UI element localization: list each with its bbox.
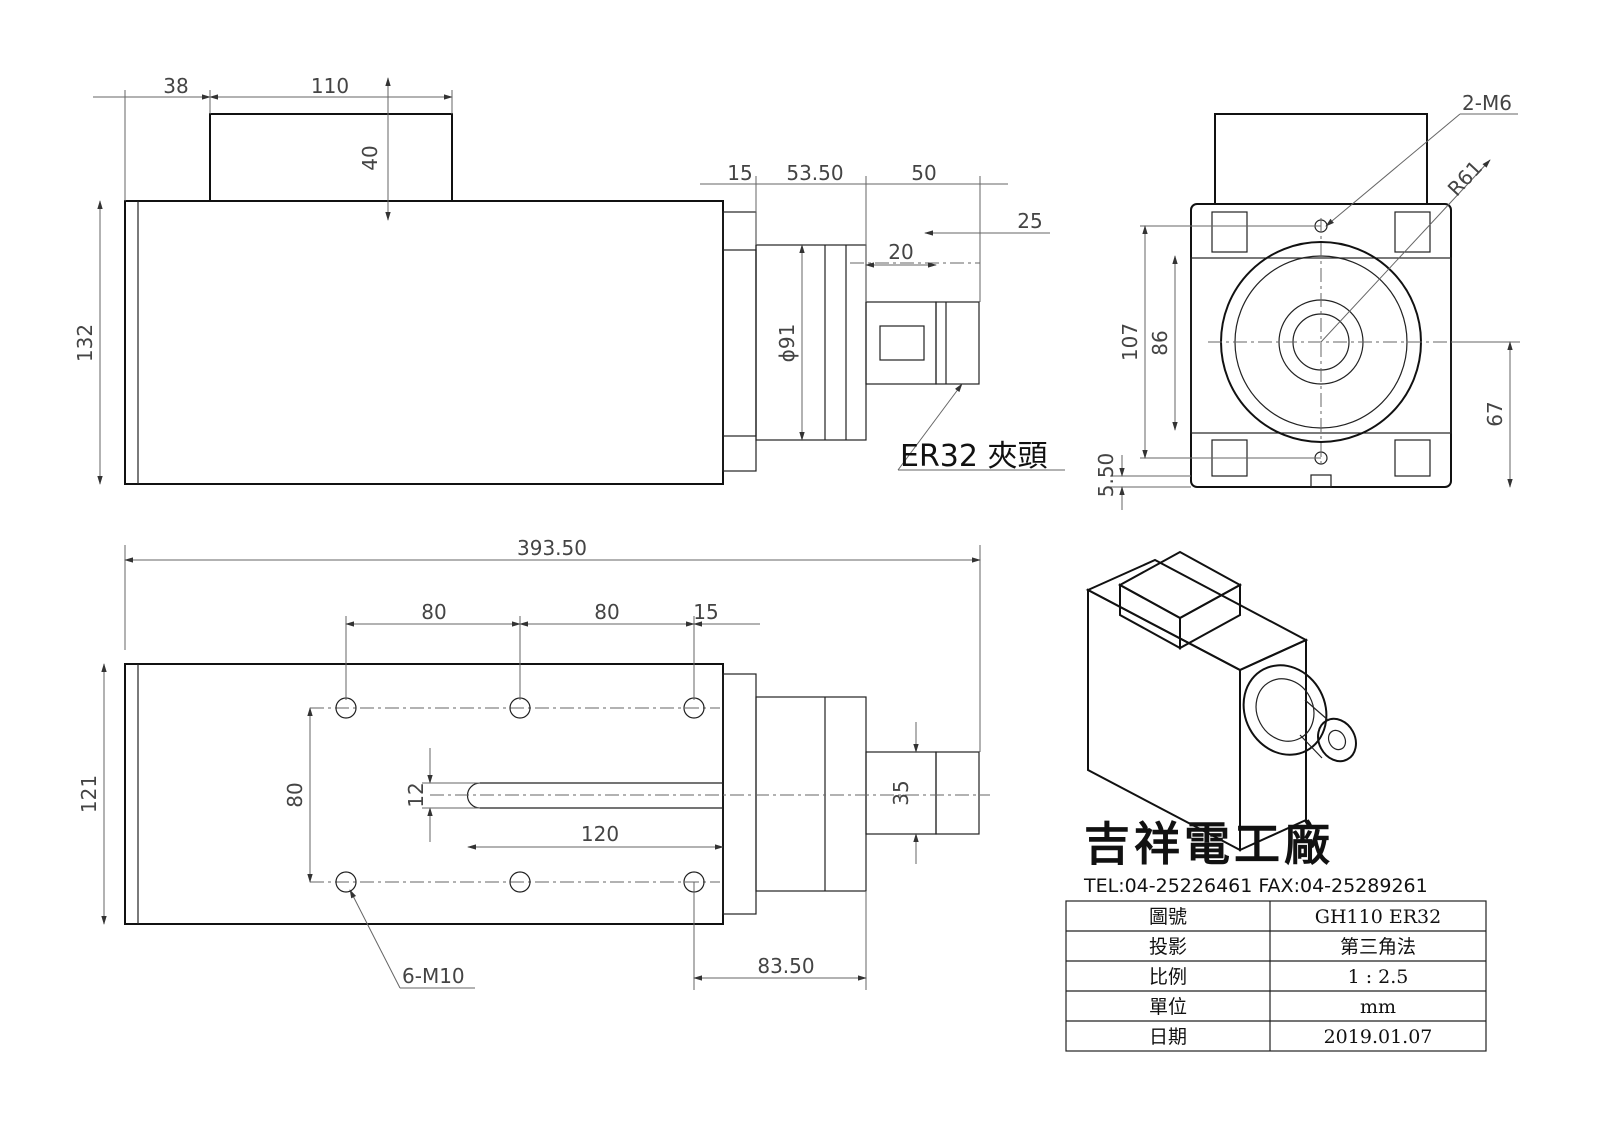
dim-12: 12 [404, 782, 428, 807]
dim-80a: 80 [421, 600, 446, 624]
callout-2m6: 2-M6 [1462, 91, 1512, 115]
tb-label-scale: 比例 [1149, 966, 1187, 988]
iso-nose-inner [1255, 678, 1315, 742]
title-block-frame [1065, 900, 1487, 1052]
company-contact: TEL:04-25226461 FAX:04-25289261 [1083, 875, 1428, 897]
tb-label-unit: 單位 [1149, 996, 1187, 1018]
tb-value-date: 2019.01.07 [1324, 1026, 1433, 1048]
tb-label-date: 日期 [1149, 1026, 1187, 1048]
iso-collet-bore [1327, 729, 1347, 751]
dim-25: 25 [1017, 209, 1042, 233]
company-name: 吉祥電工廠 [1084, 817, 1334, 871]
side-slot-tl [1211, 211, 1248, 253]
title-block-table: 圖號 GH110 ER32 投影 第三角法 比例 1 : 2.5 單位 mm 日… [1065, 900, 1487, 1052]
side-slot-tr [1394, 211, 1431, 253]
iso-nose-outer [1242, 664, 1328, 756]
dim-80v: 80 [283, 782, 307, 807]
dim-r61: R61 [1443, 156, 1487, 201]
top-collet-nut [935, 301, 980, 385]
side-view: 2-M6 R61 107 86 67 5.50 [1094, 91, 1520, 510]
dim-393-50: 393.50 [517, 536, 587, 560]
dim-15-bottom: 15 [693, 600, 718, 624]
callout-6m10: 6-M10 [402, 964, 465, 988]
iso-junction-left [1119, 583, 1181, 650]
bottom-collet-nut [935, 751, 980, 835]
dim-50: 50 [911, 161, 936, 185]
dim-40: 40 [358, 145, 382, 170]
dim-107: 107 [1118, 323, 1142, 361]
side-flange [1190, 257, 1452, 434]
dim-dia91: ϕ91 [775, 324, 799, 363]
dim-86: 86 [1148, 330, 1172, 355]
dim-120: 120 [581, 822, 619, 846]
isometric-view [1085, 550, 1357, 852]
iso-collet-nut [1317, 717, 1357, 763]
top-body [124, 200, 724, 485]
tb-value-scale: 1 : 2.5 [1348, 966, 1409, 988]
iso-shaft-bottom [1299, 734, 1323, 759]
dim-80b: 80 [594, 600, 619, 624]
dim-110: 110 [311, 74, 349, 98]
dim-53-50: 53.50 [786, 161, 843, 185]
dim-35: 35 [889, 780, 913, 805]
dim-132: 132 [73, 324, 97, 362]
bottom-flange [722, 673, 757, 915]
top-flange [722, 211, 757, 472]
dim-121: 121 [77, 775, 101, 813]
dim-67: 67 [1483, 401, 1507, 426]
m6-leader [1325, 113, 1461, 227]
top-shaft-flat [879, 325, 925, 361]
dim-5-50: 5.50 [1094, 453, 1118, 498]
side-key [1310, 474, 1332, 488]
tb-value-unit: mm [1360, 996, 1396, 1018]
tb-label-projection: 投影 [1149, 936, 1187, 958]
side-slot-br [1394, 439, 1431, 477]
iso-shaft-top [1304, 699, 1329, 721]
tb-label-drawing-no: 圖號 [1149, 906, 1187, 928]
iso-body-end [1239, 638, 1307, 852]
iso-junction-right [1179, 583, 1241, 650]
tb-value-drawing-no: GH110 ER32 [1315, 906, 1441, 928]
top-flange-inner [722, 249, 757, 437]
r61-leader [1320, 159, 1491, 343]
collet-leader [897, 383, 963, 471]
top-shaft [865, 301, 937, 385]
tb-value-projection: 第三角法 [1340, 936, 1416, 958]
junction-box [209, 113, 453, 202]
dim-20: 20 [888, 240, 913, 264]
dim-15-top: 15 [727, 161, 752, 185]
iso-junction-top [1117, 550, 1243, 620]
dim-83-50: 83.50 [757, 954, 814, 978]
side-junction-box [1214, 113, 1428, 205]
dim-38: 38 [163, 74, 188, 98]
bottom-nose [755, 696, 867, 892]
m10-hole-4 [335, 871, 357, 893]
title-area: 吉祥電工廠 TEL:04-25226461 FAX:04-25289261 圖號… [1065, 817, 1487, 1052]
m10-hole-5 [509, 871, 531, 893]
m10-leader [349, 889, 401, 989]
top-nose [755, 244, 867, 441]
collet-callout: ER32 夾頭 [900, 439, 1048, 474]
bottom-view: 393.50 80 80 15 121 80 12 120 35 83.50 6… [77, 536, 990, 990]
top-view: 38 110 40 132 15 53.50 50 25 20 ϕ91 ER32… [73, 74, 1065, 485]
